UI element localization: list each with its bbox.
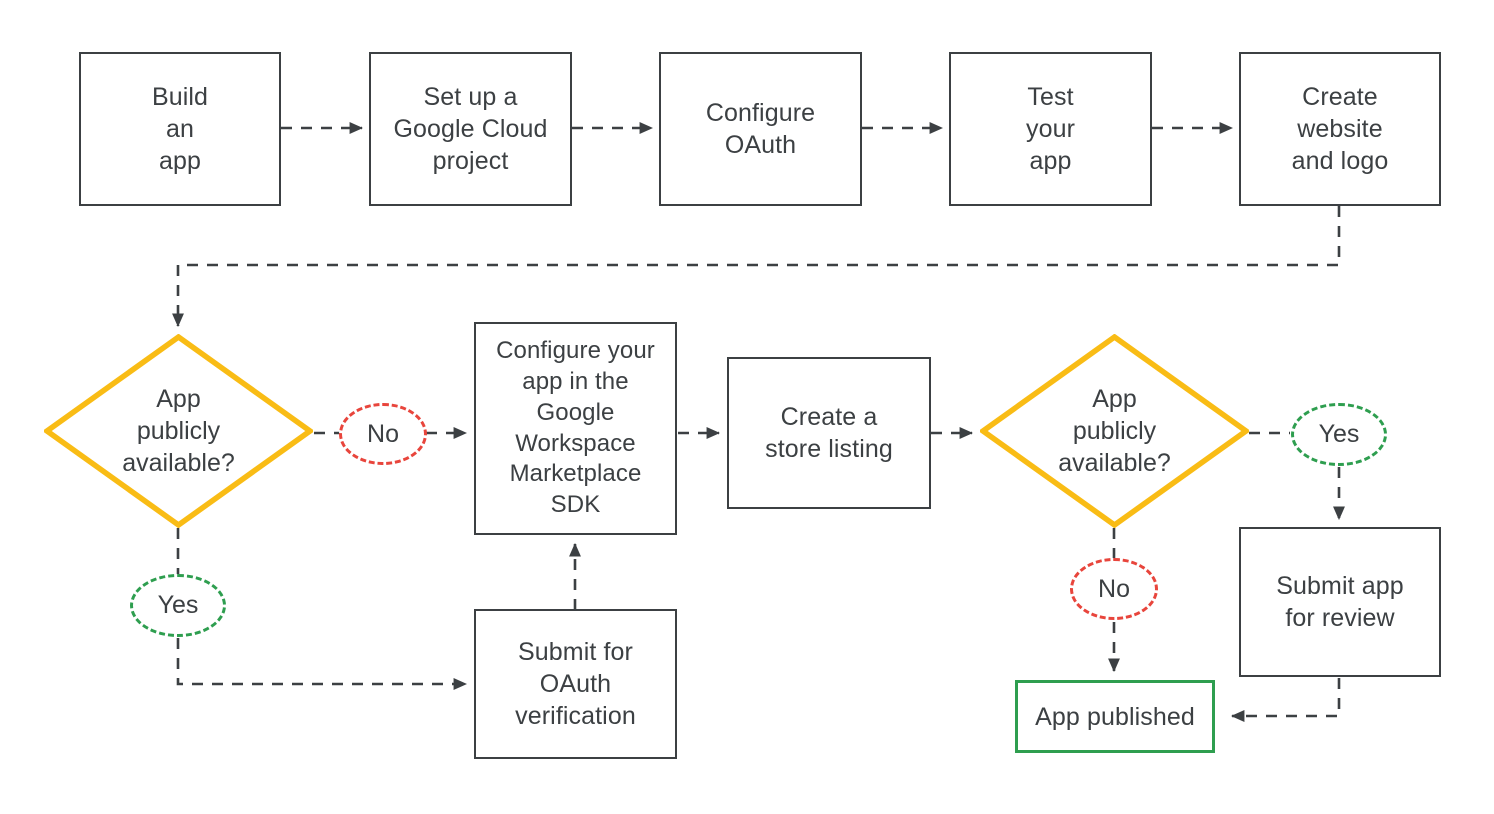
- node-submit-app-for-review-label: Submit app for review: [1276, 572, 1404, 632]
- edge-label-decision1-yes-text: Yes: [157, 591, 199, 619]
- node-decision-app-publicly-available-2[interactable]: App publicly available?: [980, 334, 1249, 528]
- node-build-app[interactable]: Build an app: [79, 52, 281, 206]
- edge-review-to-published: [1230, 678, 1341, 722]
- node-test-app-label: Test your app: [1025, 83, 1076, 175]
- edge-website-to-decision1: [172, 206, 1341, 328]
- edge-label-decision1-yes: Yes: [130, 574, 226, 637]
- edge-label-decision1-no-text: No: [367, 419, 399, 448]
- node-create-website-and-logo[interactable]: Create website and logo: [1239, 52, 1441, 206]
- node-submit-app-for-review[interactable]: Submit app for review: [1239, 527, 1441, 677]
- node-configure-oauth-label: Configure OAuth: [705, 99, 816, 159]
- node-decision-app-publicly-available-1[interactable]: App publicly available?: [44, 334, 313, 528]
- node-gcp-project-label: Set up a Google Cloud project: [393, 83, 548, 175]
- node-create-store-listing[interactable]: Create a store listing: [727, 357, 931, 509]
- edge-label-decision2-yes-text: Yes: [1318, 420, 1360, 448]
- edge-label-decision2-no-text: No: [1098, 574, 1130, 603]
- node-configure-oauth[interactable]: Configure OAuth: [659, 52, 862, 206]
- decision-diamond-shape-2: [980, 334, 1249, 528]
- node-test-app[interactable]: Test your app: [949, 52, 1152, 206]
- node-build-app-label: Build an app: [151, 83, 209, 175]
- edge-label-decision2-yes: Yes: [1291, 403, 1387, 466]
- node-create-store-listing-label: Create a store listing: [765, 403, 893, 463]
- edge-decision1-yes-b: [176, 638, 468, 690]
- edge-label-decision2-no: No: [1070, 558, 1158, 620]
- node-submit-for-oauth-verification[interactable]: Submit for OAuth verification: [474, 609, 677, 759]
- node-create-website-and-logo-label: Create website and logo: [1291, 83, 1389, 175]
- node-gcp-project[interactable]: Set up a Google Cloud project: [369, 52, 572, 206]
- node-configure-app-marketplace-sdk-label: Configure your app in the Google Workspa…: [496, 337, 655, 518]
- edge-label-decision1-no: No: [339, 403, 427, 465]
- decision-diamond-shape-1: [44, 334, 313, 528]
- node-configure-app-marketplace-sdk[interactable]: Configure your app in the Google Workspa…: [474, 322, 677, 535]
- node-app-published[interactable]: App published: [1015, 680, 1215, 753]
- node-submit-for-oauth-verification-label: Submit for OAuth verification: [515, 638, 636, 730]
- node-app-published-label: App published: [1035, 702, 1195, 731]
